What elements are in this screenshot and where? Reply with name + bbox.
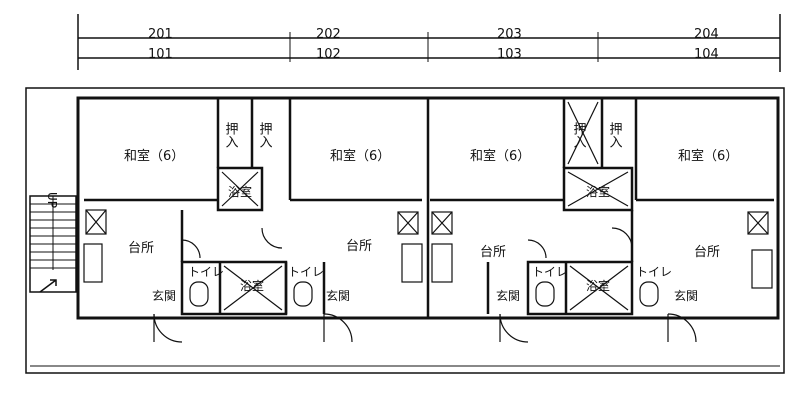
unit-202-label: 202 [316, 27, 341, 42]
unit-4-entrance-label: 玄関 [674, 288, 698, 303]
stair-up-label: UP [45, 192, 59, 208]
unit-4-toilet-label: トイレ [636, 265, 672, 279]
unit-1-toilet-label: トイレ [188, 265, 224, 279]
unit-2-entrance-label: 玄関 [326, 288, 350, 303]
unit-1-entrance-label: 玄関 [152, 288, 176, 303]
unit-103-label: 103 [497, 47, 522, 62]
unit-number-strip [77, 14, 781, 72]
unit-3-entrance-label: 玄関 [496, 288, 520, 303]
unit-1-kitchen-label: 台所 [128, 241, 154, 256]
unit-203-label: 203 [497, 27, 522, 42]
unit-2-tatami-label: 和室（6） [330, 148, 390, 164]
building-outline [25, 87, 785, 374]
unit-1-bath-label-upper: 浴室 [228, 184, 252, 199]
unit-2-toilet-label: トイレ [288, 265, 324, 279]
unit-102-label: 102 [316, 47, 341, 62]
unit-2-bath-label-lower: 浴室 [240, 278, 264, 293]
fixtures [83, 101, 773, 343]
unit-101-label: 101 [148, 47, 173, 62]
unit-3-closet-a-label: 押入 [571, 122, 587, 148]
unit-204-label: 204 [694, 27, 719, 42]
unit-1-tatami-label: 和室（6） [124, 148, 184, 164]
unit-4-kitchen-label: 台所 [694, 245, 720, 260]
unit-1-closet-b-label: 押入 [257, 122, 273, 148]
unit-3-kitchen-label: 台所 [480, 245, 506, 260]
unit-3-toilet-label: トイレ [532, 265, 568, 279]
unit-104-label: 104 [694, 47, 719, 62]
unit-3-bath-label-upper: 浴室 [586, 184, 610, 199]
staircase [29, 195, 77, 293]
unit-1-closet-a-label: 押入 [223, 122, 239, 148]
unit-2-kitchen-label: 台所 [346, 239, 372, 254]
unit-201-label: 201 [148, 27, 173, 42]
unit-3-tatami-label: 和室（6） [470, 148, 530, 164]
unit-3-closet-b-label: 押入 [607, 122, 623, 148]
unit-4-tatami-label: 和室（6） [678, 148, 738, 164]
unit-3-bath-label-lower: 浴室 [586, 278, 610, 293]
partition-walls [84, 98, 774, 318]
